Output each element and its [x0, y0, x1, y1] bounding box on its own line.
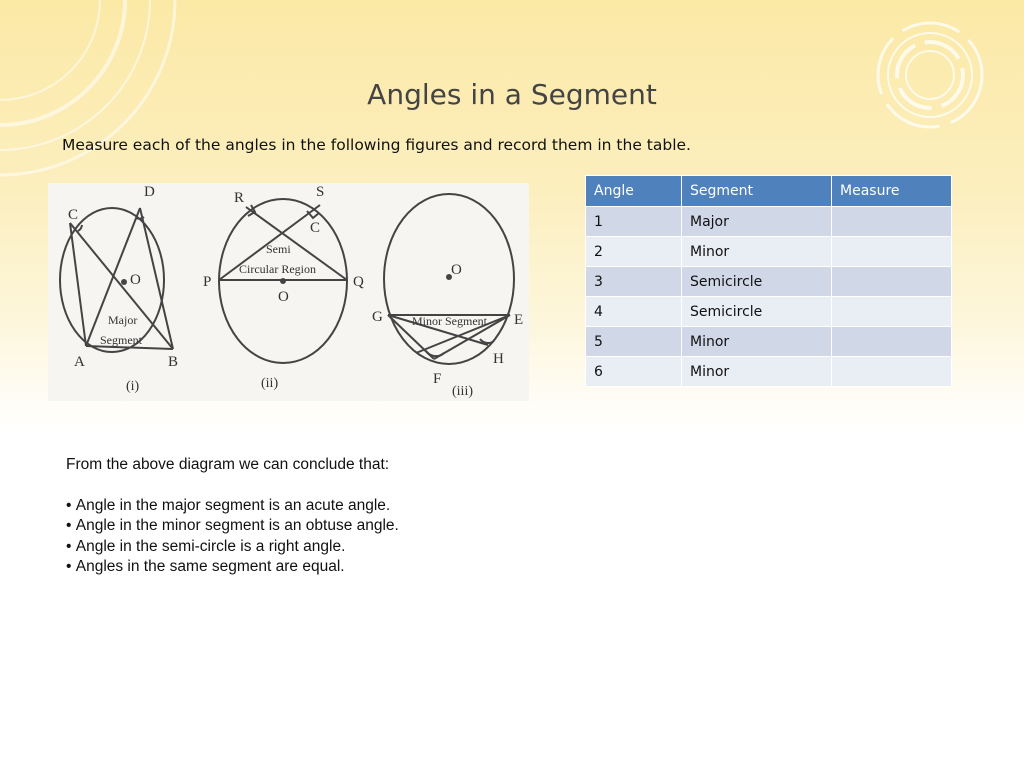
cell-angle: 6 — [585, 356, 682, 387]
fig3-label-h: H — [493, 351, 504, 367]
slide-title: Angles in a Segment — [367, 78, 657, 111]
cell-measure — [831, 266, 952, 297]
fig2-caption: (ii) — [261, 376, 278, 391]
conclusion-list: Angle in the major segment is an acute a… — [66, 496, 666, 578]
fig1-label-a: A — [74, 354, 85, 370]
cell-measure — [831, 236, 952, 267]
cell-segment: Semicircle — [681, 296, 832, 327]
decorative-arcs-left — [0, 0, 177, 177]
fig2-label-r: R — [234, 190, 244, 206]
conclusion-block: From the above diagram we can conclude t… — [66, 455, 666, 578]
angles-table: Angle Segment Measure 1 Major 2 Minor 3 … — [585, 175, 952, 387]
cell-segment: Major — [681, 206, 832, 237]
fig1-region-line1: Major — [108, 313, 137, 327]
fig2-region-line1: Semi — [266, 242, 291, 256]
cell-angle: 5 — [585, 326, 682, 357]
fig2-label-o: O — [278, 289, 289, 305]
table-row: 1 Major — [585, 206, 952, 237]
figure-1 — [59, 207, 174, 353]
cell-measure — [831, 296, 952, 327]
cell-segment: Minor — [681, 236, 832, 267]
cell-angle: 4 — [585, 296, 682, 327]
fig1-region-line2: Segment — [100, 333, 143, 347]
cell-measure — [831, 326, 952, 357]
list-item: Angle in the semi-circle is a right angl… — [66, 537, 666, 558]
fig3-region-label: Minor Segment — [412, 314, 488, 328]
table-row: 3 Semicircle — [585, 266, 952, 297]
fig3-label-g: G — [372, 309, 383, 325]
fig2-region-line2: Circular Region — [239, 262, 316, 276]
list-item: Angles in the same segment are equal. — [66, 557, 666, 578]
fig2-label-q: Q — [353, 274, 364, 290]
fig1-label-c: C — [68, 207, 78, 223]
cell-angle: 2 — [585, 236, 682, 267]
fig3-label-e: E — [514, 312, 523, 328]
fig2-label-p: P — [203, 274, 211, 290]
cell-segment: Minor — [681, 326, 832, 357]
cell-angle: 1 — [585, 206, 682, 237]
table-row: 6 Minor — [585, 356, 952, 387]
cell-segment: Semicircle — [681, 266, 832, 297]
figure-2 — [218, 198, 348, 364]
table-row: 4 Semicircle — [585, 296, 952, 327]
fig2-label-s: S — [316, 184, 324, 200]
header-measure: Measure — [831, 175, 952, 207]
fig3-caption: (iii) — [452, 384, 473, 399]
table-row: 5 Minor — [585, 326, 952, 357]
conclusion-intro: From the above diagram we can conclude t… — [66, 456, 390, 473]
fig3-label-o: O — [451, 262, 462, 278]
cell-angle: 3 — [585, 266, 682, 297]
list-item: Angle in the major segment is an acute a… — [66, 496, 666, 517]
fig2-label-c: C — [310, 220, 320, 236]
fig1-caption: (i) — [126, 379, 140, 394]
instruction-text: Measure each of the angles in the follow… — [62, 136, 691, 154]
header-segment: Segment — [681, 175, 832, 207]
figures-drawing: C D O A B Major Segment (i) R S C P Q O … — [59, 184, 523, 399]
list-item: Angle in the minor segment is an obtuse … — [66, 516, 666, 537]
table-header-row: Angle Segment Measure — [585, 175, 952, 207]
segment-figures: C D O A B Major Segment (i) R S C P Q O … — [48, 183, 529, 401]
header-angle: Angle — [585, 175, 682, 207]
cell-segment: Minor — [681, 356, 832, 387]
fig1-label-o: O — [130, 272, 141, 288]
cell-measure — [831, 206, 952, 237]
figure-3 — [383, 193, 515, 365]
cell-measure — [831, 356, 952, 387]
fig1-label-d: D — [144, 184, 155, 200]
table-row: 2 Minor — [585, 236, 952, 267]
fig1-label-b: B — [168, 354, 178, 370]
decorative-rings-right — [876, 21, 984, 129]
fig3-label-f: F — [433, 371, 441, 387]
